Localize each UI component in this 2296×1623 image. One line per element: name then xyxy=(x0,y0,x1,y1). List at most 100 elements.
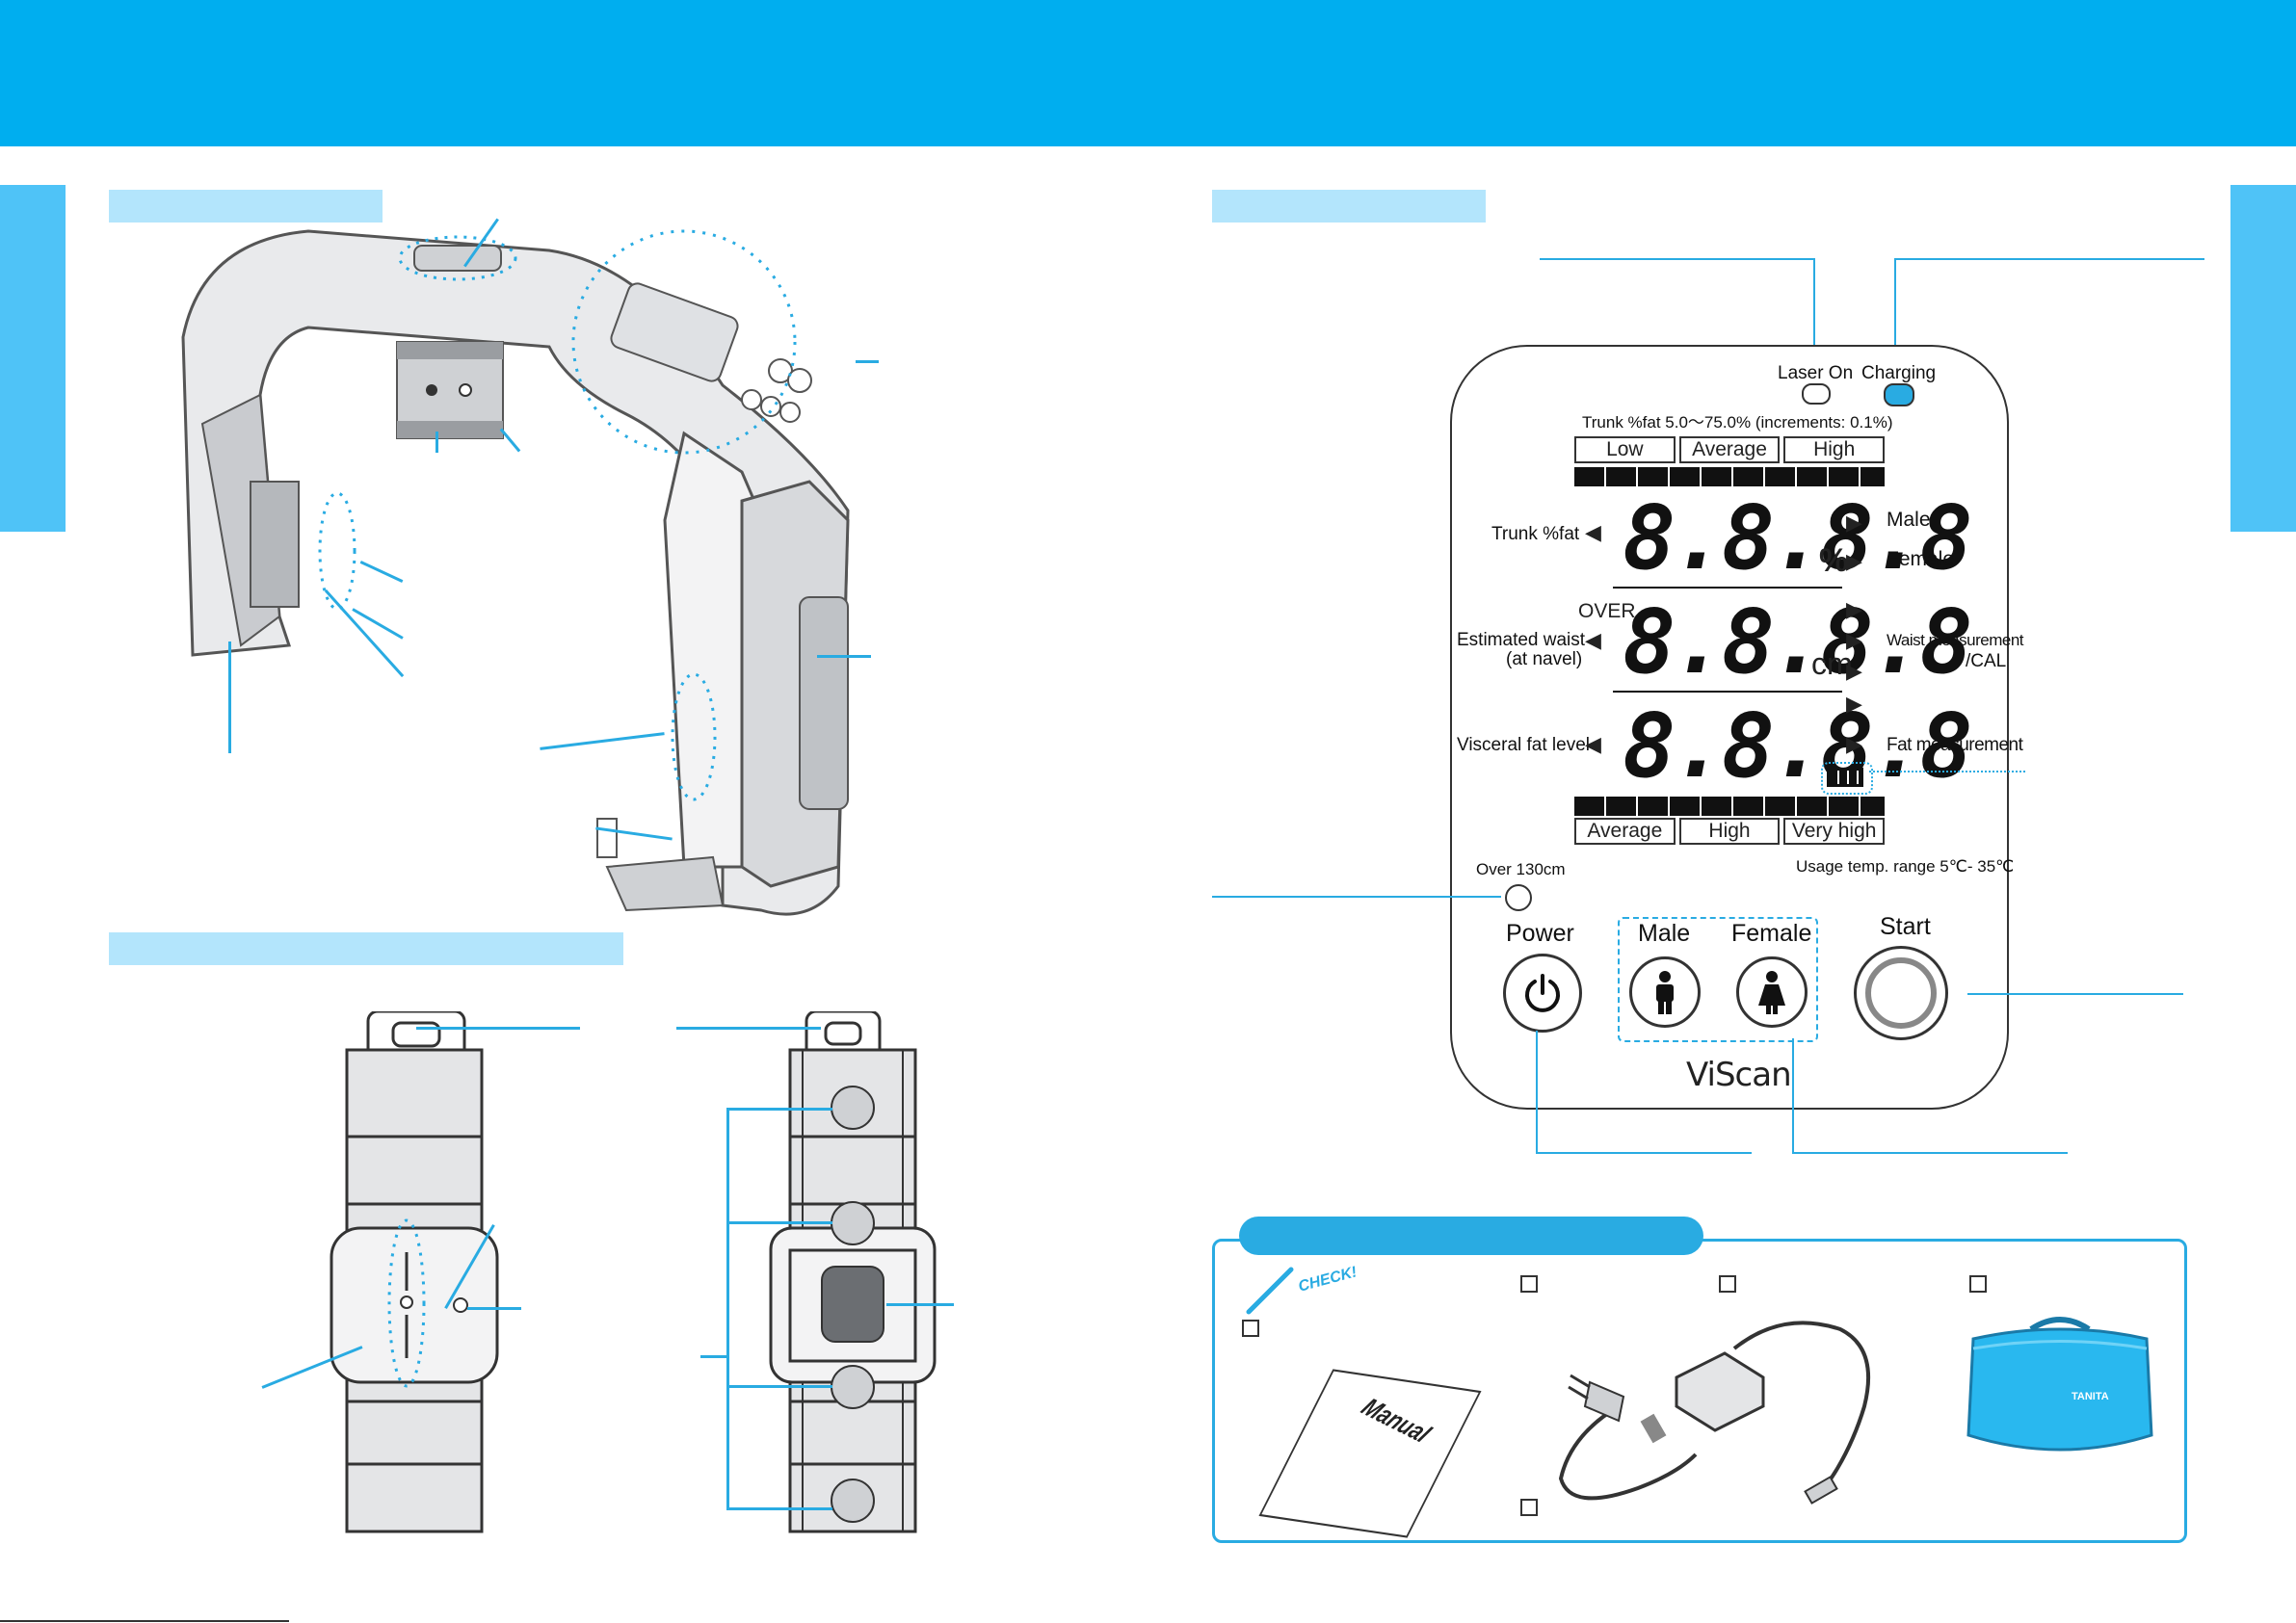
leader-line xyxy=(1894,258,1896,372)
header-band xyxy=(0,0,2296,146)
scale-low: Low xyxy=(1574,436,1676,463)
leader-line xyxy=(228,641,231,753)
checkbox-cable[interactable] xyxy=(1719,1275,1736,1293)
battery-dotted-outline xyxy=(1821,762,1873,795)
arrow-right-icon: ▶ xyxy=(1846,628,1862,652)
accessories-pill xyxy=(1239,1217,1703,1255)
label-fat-measurement: Fat measurement xyxy=(1887,735,2023,755)
leader-line xyxy=(886,1303,954,1306)
lcd-top-bar xyxy=(1574,467,1885,486)
left-side-tab xyxy=(0,185,66,532)
female-icon xyxy=(1758,971,1785,1014)
arrow-right-icon: ▶ xyxy=(1846,732,1862,756)
male-button[interactable] xyxy=(1629,956,1701,1028)
belt-back-illustration xyxy=(769,1011,937,1533)
arrow-left-icon: ◀ xyxy=(1585,732,1601,756)
over-130-led xyxy=(1505,884,1532,911)
leader-line xyxy=(1536,1152,1752,1154)
charging-led xyxy=(1884,383,1914,406)
arrow-left-icon: ◀ xyxy=(1585,520,1601,544)
lcd-divider xyxy=(1613,691,1842,693)
over-label: OVER xyxy=(1578,600,1636,622)
section-bar-display xyxy=(1212,190,1486,223)
arrow-right-icon: ▶ xyxy=(1846,659,1862,683)
unit-cm: cm xyxy=(1811,646,1853,681)
leader-line xyxy=(1536,1031,1538,1154)
label-female: Female xyxy=(1887,548,1955,570)
leader-line xyxy=(416,1027,580,1030)
power-label: Power xyxy=(1506,920,1574,947)
female-button[interactable] xyxy=(1736,956,1808,1028)
gender-group-outline xyxy=(1618,917,1818,1042)
label-male: Male xyxy=(1887,509,1931,531)
checkbox-bag[interactable] xyxy=(1969,1275,1987,1293)
arrow-right-icon: ▶ xyxy=(1846,549,1862,573)
male-icon xyxy=(1656,971,1674,1014)
lcd-bottom-bar xyxy=(1574,797,1885,816)
digits-visceral: 8.8.8.8 xyxy=(1623,694,1973,798)
leader-line xyxy=(856,360,879,363)
male-label: Male xyxy=(1638,920,1691,947)
digits-waist: 8.8.8.8 xyxy=(1623,590,1973,694)
footer-rule xyxy=(0,1620,289,1622)
start-button[interactable] xyxy=(1854,946,1948,1040)
label-visceral-fat: Visceral fat level xyxy=(1457,735,1590,755)
lcd-screen: Low Average High 8.8.8.8 % OVER 8.8.8.8 … xyxy=(1574,436,1973,849)
checkbox-plug[interactable] xyxy=(1520,1499,1538,1516)
leader-line xyxy=(1967,993,2183,995)
power-button[interactable] xyxy=(1503,954,1582,1033)
label-at-navel: (at navel) xyxy=(1506,649,1583,669)
laser-on-led xyxy=(1802,383,1831,405)
checkbox-adapter[interactable] xyxy=(1520,1275,1538,1293)
lcd-divider xyxy=(1613,587,1842,589)
battery-leader-dotted xyxy=(1869,771,2025,772)
right-side-tab xyxy=(2230,185,2296,532)
lcd-top-scale: Low Average High xyxy=(1574,436,1886,463)
label-trunk-fat: Trunk %fat xyxy=(1491,524,1580,544)
scale-average: Average xyxy=(1678,436,1781,463)
leader-line xyxy=(726,1108,729,1507)
label-cal: /CAL xyxy=(1966,651,2007,671)
leader-line xyxy=(435,432,438,453)
lcd-bottom-scale: Average High Very high xyxy=(1574,818,1886,845)
battery-icon xyxy=(1827,768,1863,787)
digits-trunk-fat: 8.8.8.8 xyxy=(1623,486,1973,589)
main-unit-illustration xyxy=(181,229,850,916)
label-usage-temp: Usage temp. range 5℃- 35℃ xyxy=(1796,857,2015,876)
start-ring xyxy=(1865,957,1937,1029)
scale-average-bottom: Average xyxy=(1574,818,1676,845)
scale-high: High xyxy=(1783,436,1886,463)
label-waist-measurement: Waist measurement xyxy=(1887,631,2024,649)
charging-label: Charging xyxy=(1861,363,1937,383)
leader-line xyxy=(726,1108,832,1111)
label-over-130: Over 130cm xyxy=(1476,860,1566,878)
female-label: Female xyxy=(1731,920,1812,947)
laser-on-label: Laser On xyxy=(1778,363,1854,383)
leader-line xyxy=(726,1221,832,1224)
arrow-right-icon: ▶ xyxy=(1846,510,1862,535)
bag-brand: TANITA xyxy=(2072,1391,2109,1402)
power-icon xyxy=(1525,974,1560,1012)
pen-icon xyxy=(1246,1267,1294,1315)
arrow-right-icon: ▶ xyxy=(1846,597,1862,621)
leader-line xyxy=(1792,1038,1794,1154)
manual-title: Manual xyxy=(1355,1393,1437,1449)
leader-line xyxy=(1212,896,1501,898)
arrow-right-icon: ▶ xyxy=(1846,692,1862,716)
leader-line xyxy=(1894,258,2204,260)
leader-line xyxy=(1792,1152,2068,1154)
unit-percent: % xyxy=(1819,542,1849,579)
leader-line xyxy=(726,1385,832,1388)
scale-high-bottom: High xyxy=(1678,818,1781,845)
belt-front-illustration xyxy=(330,1011,499,1533)
range-note: Trunk %fat 5.0～75.0% (increments: 0.1%) xyxy=(1582,413,1893,432)
leader-line xyxy=(467,1307,521,1310)
leader-line xyxy=(700,1355,727,1358)
leader-line xyxy=(676,1027,821,1030)
brand-logo: ViScan xyxy=(1686,1056,1792,1094)
leader-line xyxy=(1813,258,1815,372)
checkbox-manual[interactable] xyxy=(1242,1320,1259,1337)
arrow-left-icon: ◀ xyxy=(1585,628,1601,652)
section-bar-belt xyxy=(109,932,623,965)
leader-line xyxy=(726,1507,832,1510)
